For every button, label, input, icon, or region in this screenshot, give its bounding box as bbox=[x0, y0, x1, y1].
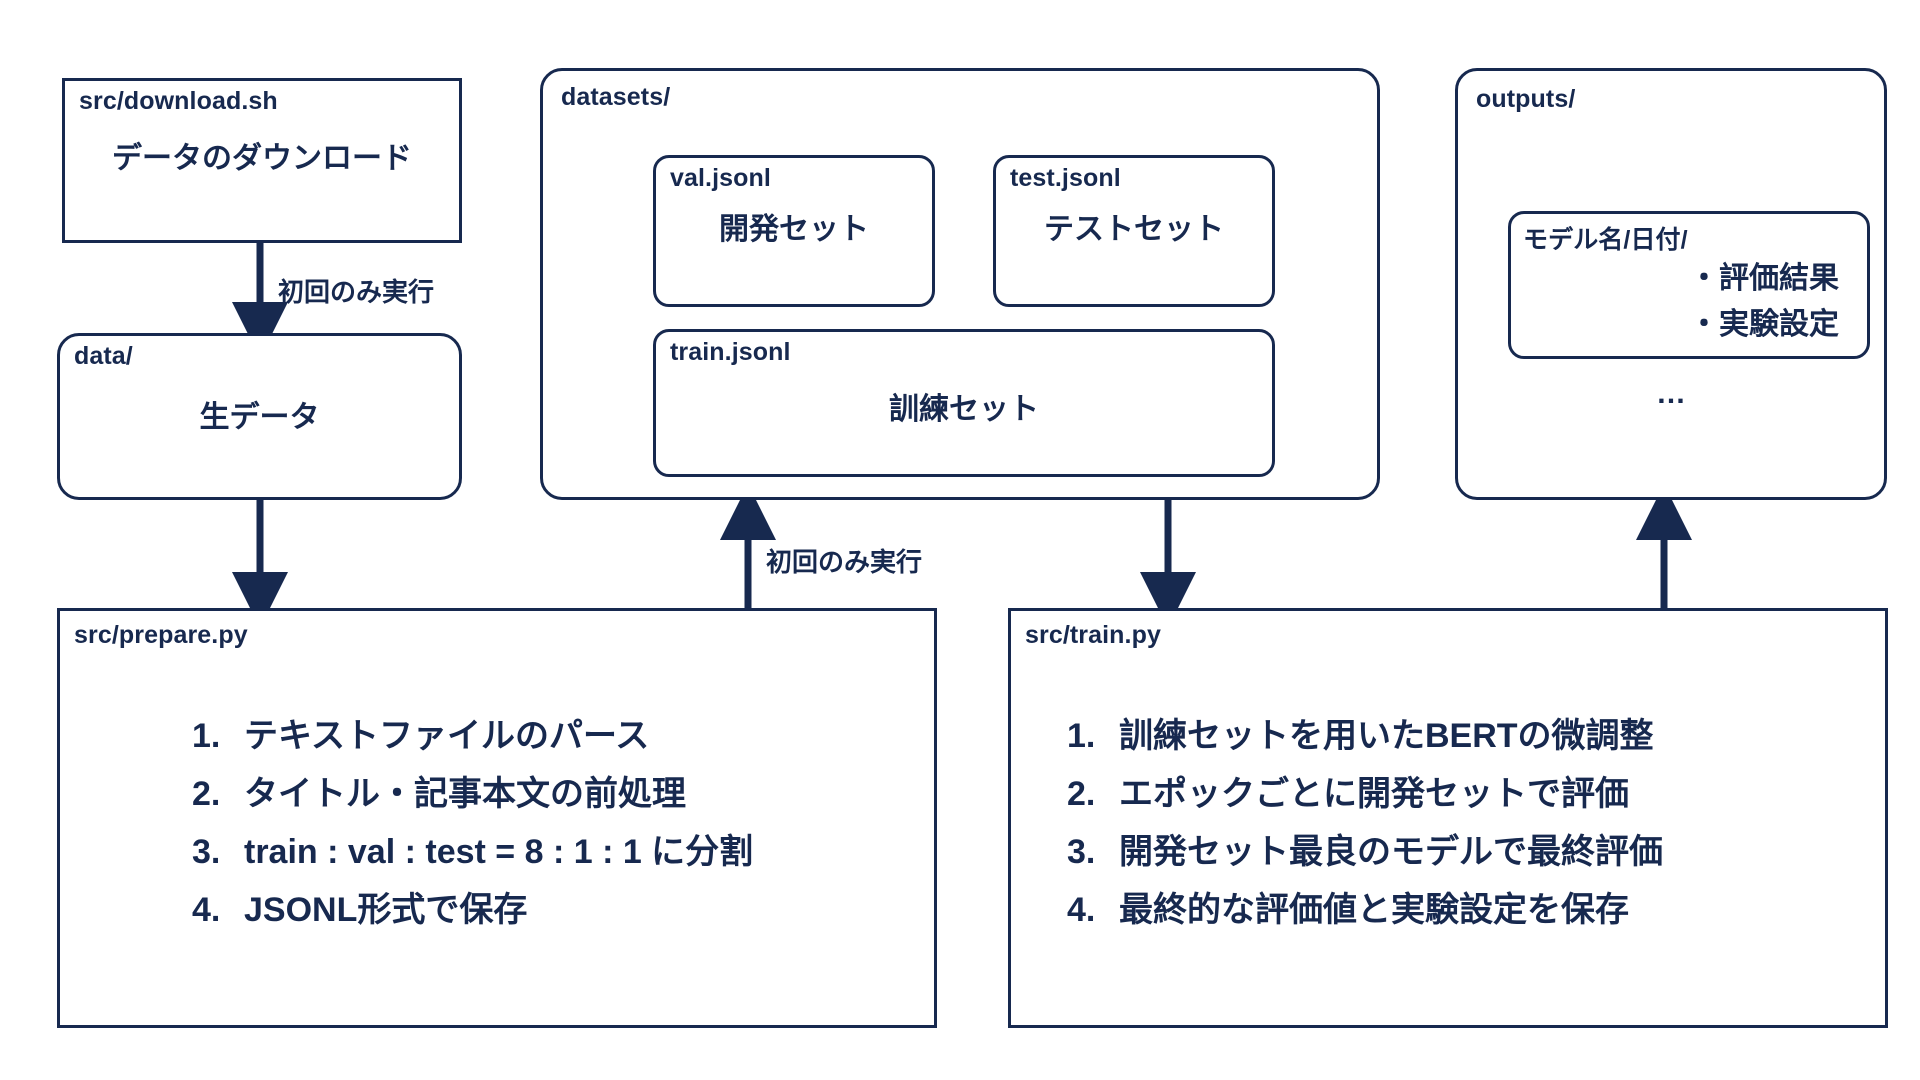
list-item: 2. タイトル・記事本文の前処理 bbox=[192, 777, 934, 811]
list-item: 1. テキストファイルのパース bbox=[192, 719, 934, 753]
node-outputs-dir[interactable]: outputs/ モデル名/日付/ ・評価結果 ・実験設定 … bbox=[1455, 68, 1887, 500]
list-item-number: 2. bbox=[1067, 775, 1096, 813]
node-download-sh-caption: src/download.sh bbox=[79, 87, 278, 115]
node-prepare-py[interactable]: src/prepare.py 1. テキストファイルのパース 2. タイトル・記… bbox=[57, 608, 937, 1028]
model-run-bullets: ・評価結果 ・実験設定 bbox=[1511, 264, 1839, 356]
node-download-sh[interactable]: src/download.sh データのダウンロード bbox=[62, 78, 462, 243]
list-item: 4. JSONL形式で保存 bbox=[192, 893, 934, 927]
node-data-dir-body: 生データ bbox=[199, 401, 320, 434]
list-item-text: train : val : test = 8 : 1 : 1 に分割 bbox=[244, 833, 754, 871]
list-item-text: 開発セット最良のモデルで最終評価 bbox=[1119, 833, 1663, 871]
edge-label-download-to-data: 初回のみ実行 bbox=[278, 277, 435, 307]
node-model-run-dir-caption: モデル名/日付/ bbox=[1523, 226, 1688, 254]
outputs-ellipsis: … bbox=[1656, 377, 1686, 410]
node-test-jsonl-caption: test.jsonl bbox=[1010, 164, 1121, 192]
list-item-number: 4. bbox=[1067, 891, 1096, 929]
node-download-sh-body: データのダウンロード bbox=[112, 142, 412, 175]
node-val-jsonl-caption: val.jsonl bbox=[670, 164, 771, 192]
prepare-py-steps: 1. テキストファイルのパース 2. タイトル・記事本文の前処理 3. trai… bbox=[192, 719, 934, 951]
list-item-number: 4. bbox=[192, 891, 221, 929]
bullet-item: ・実験設定 bbox=[1689, 308, 1839, 341]
list-item-number: 1. bbox=[1067, 717, 1096, 755]
node-test-jsonl-body: テストセット bbox=[1044, 213, 1224, 246]
node-datasets-dir-caption: datasets/ bbox=[561, 83, 671, 111]
node-train-jsonl-body: 訓練セット bbox=[889, 393, 1039, 426]
list-item-number: 3. bbox=[1067, 833, 1096, 871]
node-test-jsonl[interactable]: test.jsonl テストセット bbox=[993, 155, 1275, 307]
list-item: 3. 開発セット最良のモデルで最終評価 bbox=[1067, 835, 1885, 869]
list-item-number: 3. bbox=[192, 833, 221, 871]
list-item-text: 最終的な評価値と実験設定を保存 bbox=[1119, 891, 1629, 929]
node-data-dir-caption: data/ bbox=[74, 342, 133, 370]
node-model-run-dir[interactable]: モデル名/日付/ ・評価結果 ・実験設定 bbox=[1508, 211, 1870, 359]
list-item-text: エポックごとに開発セットで評価 bbox=[1119, 775, 1629, 813]
node-data-dir[interactable]: data/ 生データ bbox=[57, 333, 462, 500]
node-val-jsonl[interactable]: val.jsonl 開発セット bbox=[653, 155, 935, 307]
list-item-number: 2. bbox=[192, 775, 221, 813]
node-prepare-py-caption: src/prepare.py bbox=[74, 621, 248, 649]
list-item-text: JSONL形式で保存 bbox=[244, 891, 528, 929]
node-outputs-dir-caption: outputs/ bbox=[1476, 85, 1576, 113]
list-item: 1. 訓練セットを用いたBERTの微調整 bbox=[1067, 719, 1885, 753]
edge-label-prepare-to-datasets: 初回のみ実行 bbox=[766, 547, 923, 577]
list-item-text: タイトル・記事本文の前処理 bbox=[244, 775, 686, 813]
bullet-item: ・評価結果 bbox=[1689, 262, 1839, 295]
node-val-jsonl-body: 開発セット bbox=[719, 213, 869, 246]
list-item-text: 訓練セットを用いたBERTの微調整 bbox=[1119, 717, 1654, 755]
node-datasets-dir[interactable]: datasets/ val.jsonl 開発セット test.jsonl テスト… bbox=[540, 68, 1380, 500]
node-train-jsonl-caption: train.jsonl bbox=[670, 338, 791, 366]
node-train-py[interactable]: src/train.py 1. 訓練セットを用いたBERTの微調整 2. エポッ… bbox=[1008, 608, 1888, 1028]
list-item-number: 1. bbox=[192, 717, 221, 755]
node-train-jsonl[interactable]: train.jsonl 訓練セット bbox=[653, 329, 1275, 477]
list-item: 4. 最終的な評価値と実験設定を保存 bbox=[1067, 893, 1885, 927]
list-item: 2. エポックごとに開発セットで評価 bbox=[1067, 777, 1885, 811]
train-py-steps: 1. 訓練セットを用いたBERTの微調整 2. エポックごとに開発セットで評価 … bbox=[1067, 719, 1885, 951]
node-train-py-caption: src/train.py bbox=[1025, 621, 1161, 649]
list-item-text: テキストファイルのパース bbox=[244, 717, 650, 755]
list-item: 3. train : val : test = 8 : 1 : 1 に分割 bbox=[192, 835, 934, 869]
